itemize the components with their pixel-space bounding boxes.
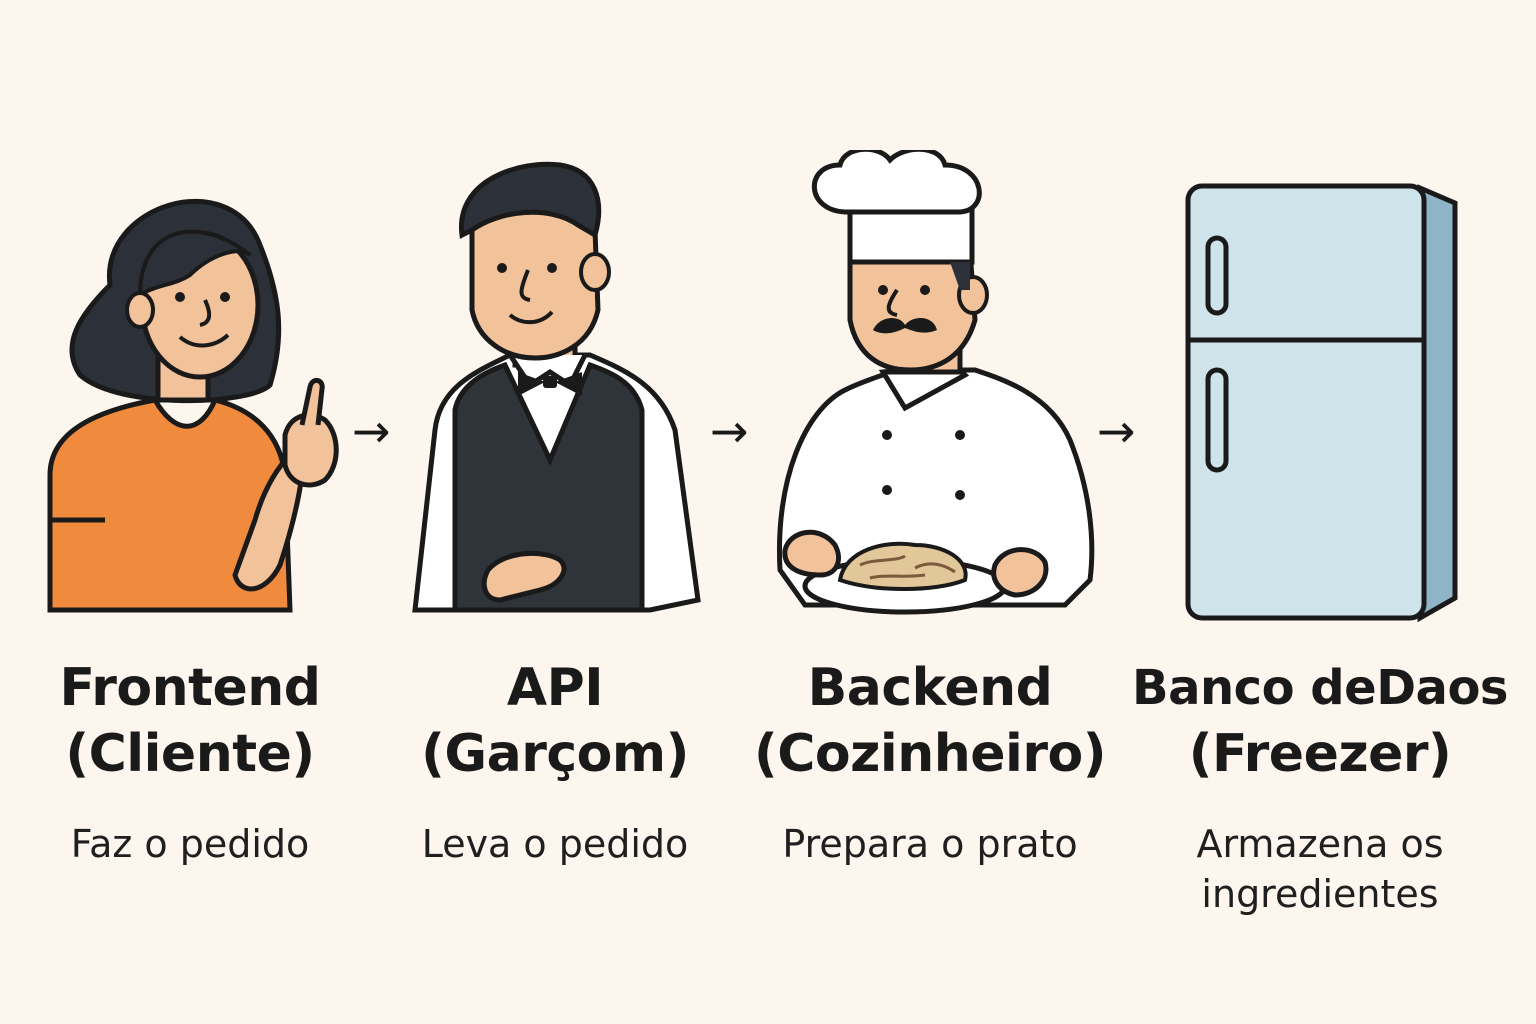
step-subtitle: (Cliente) — [65, 724, 315, 784]
step-subtitle: (Cozinheiro) — [753, 724, 1107, 784]
step-description: Prepara o prato — [782, 822, 1078, 866]
step-title: Banco deDaos — [1132, 660, 1508, 716]
step-title: API — [506, 658, 604, 718]
step-api: API (Garçom) Leva o pedido — [395, 655, 715, 869]
step-frontend: Frontend (Cliente) Faz o pedido — [20, 655, 360, 869]
step-subtitle: (Freezer) — [1188, 724, 1452, 784]
step-database: Banco deDaos (Freezer) Armazena os ingre… — [1120, 655, 1520, 919]
chef-icon — [765, 150, 1105, 620]
step-subtitle: (Garçom) — [421, 724, 689, 784]
step-description: ingredientes — [1201, 872, 1439, 916]
customer-pointing-icon — [40, 175, 350, 615]
step-description: Armazena os — [1196, 822, 1444, 866]
arrow-icon: → — [710, 404, 749, 458]
step-description: Faz o pedido — [70, 822, 310, 866]
step-title: Backend — [807, 658, 1053, 718]
waiter-icon — [410, 160, 705, 615]
step-title: Frontend — [59, 658, 321, 718]
step-backend: Backend (Cozinheiro) Prepara o prato — [750, 655, 1110, 869]
refrigerator-icon — [1180, 178, 1470, 628]
arrow-icon: → — [352, 404, 391, 458]
arrow-icon: → — [1097, 404, 1136, 458]
step-description: Leva o pedido — [421, 822, 689, 866]
